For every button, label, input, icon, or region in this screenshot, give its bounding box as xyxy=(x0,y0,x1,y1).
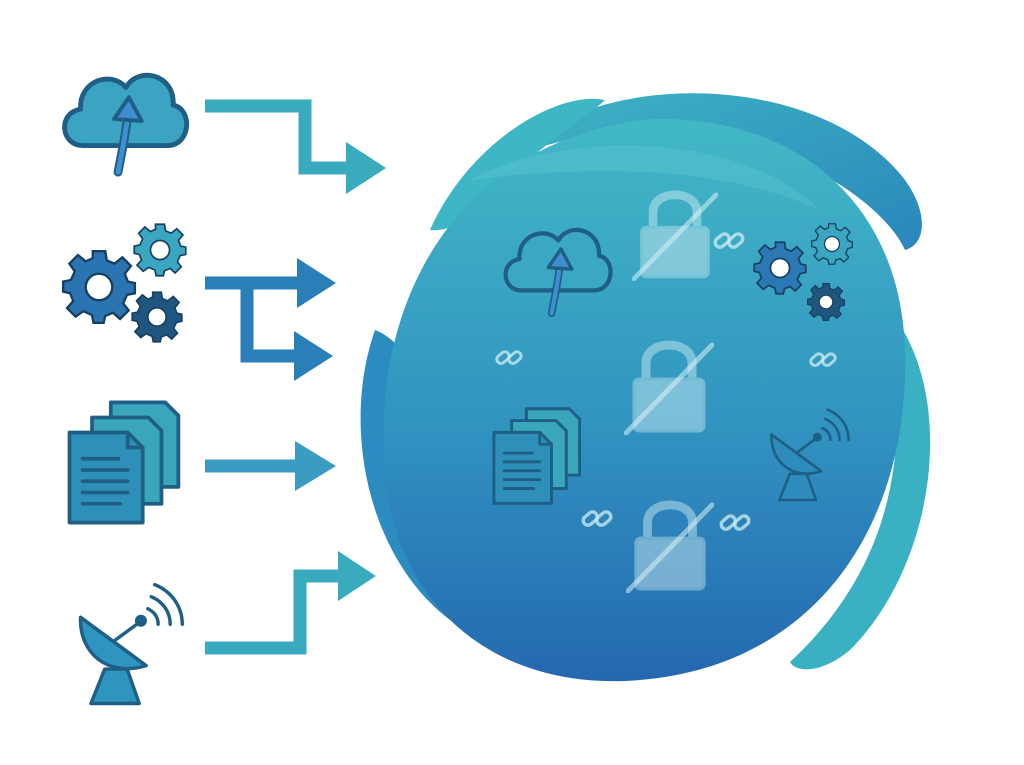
swirl-arm-right xyxy=(790,300,931,670)
documents-icon xyxy=(67,400,181,525)
arrow-gears-to-hub xyxy=(205,258,336,381)
satellite-dish-icon xyxy=(78,582,184,706)
gear-dark-icon xyxy=(131,291,183,343)
hub-inner-sheen xyxy=(470,145,820,210)
source-satellite-dish xyxy=(78,582,184,706)
gear-large-icon xyxy=(61,249,137,325)
arrow-dish-to-hub xyxy=(205,551,376,655)
gear-small-icon xyxy=(133,223,187,277)
hub-gear-large-icon xyxy=(753,241,807,295)
swirl-arm-top-right xyxy=(520,93,922,250)
arrow-documents-to-hub xyxy=(205,441,336,491)
source-cloud-upload xyxy=(65,75,187,172)
arrow-cloud-to-hub xyxy=(205,99,386,194)
source-gears xyxy=(61,223,187,343)
cloud-upload-icon xyxy=(65,75,187,172)
source-documents xyxy=(67,400,181,525)
hub-gear-small-icon xyxy=(811,223,853,265)
hub-gear-dark-icon xyxy=(806,283,846,321)
